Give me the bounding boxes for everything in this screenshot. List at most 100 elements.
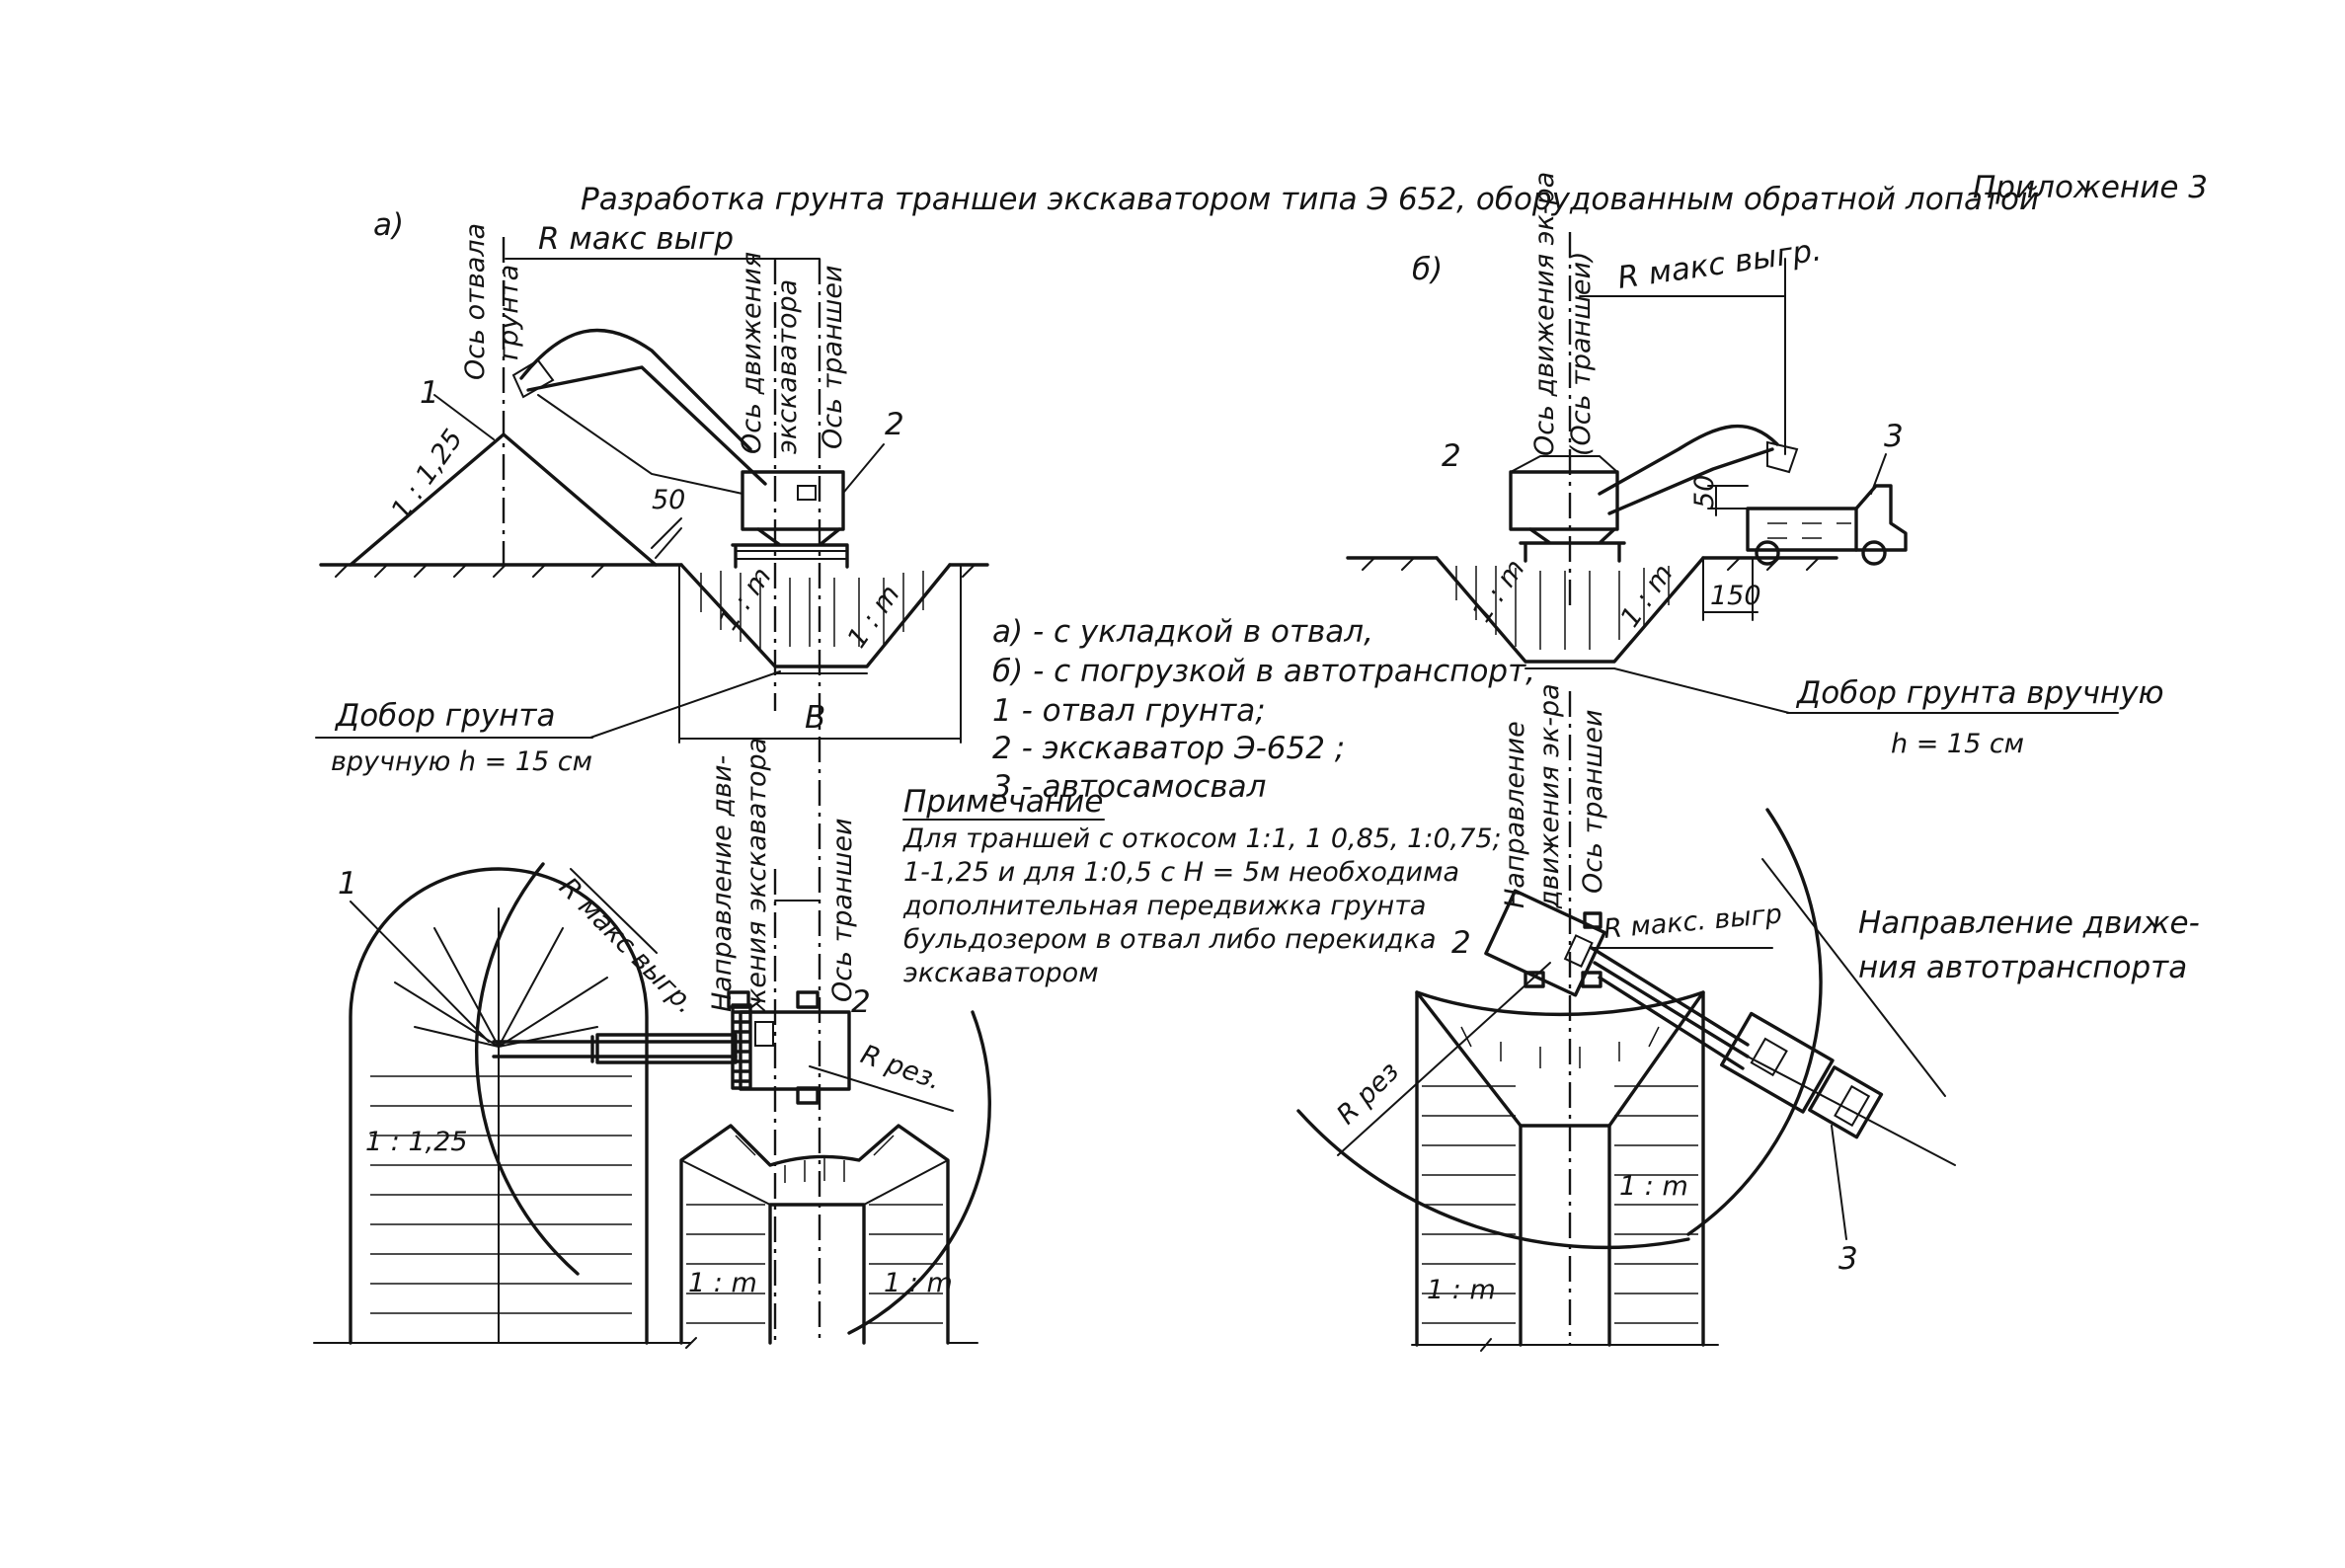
legend-line-1: а) - с укладкой в отвал, — [992, 614, 1373, 650]
slope-right-a: 1 : m — [841, 580, 905, 654]
plan-b-dir-label-1: Направление — [1500, 721, 1530, 908]
axis-spoil-label-1: Ось отвала — [460, 223, 491, 380]
plan-b-excavator-cab — [1563, 934, 1594, 968]
ground-hatch-b — [1362, 557, 1820, 571]
plan-a-axis-trench-label: Ось траншеи — [827, 818, 858, 1002]
plan-a-trench-radial-hatch — [735, 1135, 895, 1183]
dim-150-b-line — [1702, 557, 1759, 621]
spoil-plan-radials — [394, 907, 608, 1048]
plan-a-trench-hatch-l — [686, 1204, 765, 1324]
excavator-boom-b — [1598, 424, 1779, 515]
section-a: а) 1 : 1,25 1 1 : m 1 : m Ось отвала гру… — [315, 207, 989, 1343]
drawing-title: Разработка грунта траншеи экскаватором т… — [581, 182, 2039, 217]
plan-b-rim-arc — [1415, 990, 1705, 1017]
excavator-bucket-b — [1766, 440, 1799, 474]
plan-b-r-max-arc — [1686, 808, 1823, 1236]
plan-b-r-rez-line — [1337, 962, 1551, 1156]
plan-a-r-rez-line — [809, 1065, 954, 1112]
excavator-a — [511, 328, 849, 569]
plan-b-excavator-body — [1484, 889, 1606, 997]
dim-50-b: 50 — [1689, 475, 1720, 509]
dim-b-ext — [678, 564, 962, 744]
plan-b-trench-hatch-l — [1422, 1085, 1516, 1324]
plan-a-slope-1m-l: 1 : m — [688, 1268, 757, 1298]
legend: а) - с укладкой в отвал, б) - с погрузко… — [992, 614, 1535, 805]
legend-line-2: б) - с погрузкой в автотранспорт, — [992, 654, 1535, 689]
plan-b-transport-dir-line — [1747, 858, 1956, 1166]
plan-b-trench-hatch-r — [1614, 1085, 1698, 1324]
plan-b-break — [1411, 1338, 1719, 1352]
plan-a-slope-1m-r: 1 : m — [884, 1268, 953, 1298]
trench-hatch-b — [1455, 566, 1670, 650]
plan-b-number-2: 2 — [1451, 925, 1471, 961]
note-line-5: экскаватором — [903, 958, 1099, 988]
axis-move-label-1: Ось движения — [737, 252, 767, 454]
plan-b-transport-label-1: Направление движе- — [1858, 905, 2200, 941]
spoil-plan-outline — [349, 867, 649, 1345]
r-max-label-a: R макс выгр — [538, 221, 734, 257]
leader-3-b — [1870, 453, 1887, 495]
plan-a-r-rez-arc — [847, 1010, 991, 1335]
excavator-b — [1509, 424, 1799, 563]
plan-b-r-rez-label: R рез — [1331, 1057, 1405, 1131]
excavator-boom-a — [519, 328, 767, 486]
excavator-cab-a — [741, 470, 845, 531]
plan-a-trench-inner — [768, 1203, 866, 1345]
plan-a-r-max-arc — [475, 862, 580, 1276]
plan-a-trench-edges — [680, 1159, 949, 1206]
note-line-3: дополнительная передвижка грунта — [902, 891, 1426, 921]
excavator-cab-b — [1509, 470, 1619, 531]
plan-a-tracks — [731, 1003, 752, 1090]
plan-b-truck-cab — [1808, 1065, 1884, 1139]
plan-a-dir-label-1: Направление дви- — [707, 755, 738, 1012]
plan-a-slope-125: 1 : 1,25 — [365, 1127, 468, 1157]
plan-a-boom — [492, 1035, 738, 1063]
plan-b-track-pads — [1524, 911, 1602, 988]
excavator-top-b — [1510, 455, 1618, 473]
excavator-undercarriage-a — [731, 527, 849, 569]
truck-number-3-b: 3 — [1884, 419, 1904, 454]
axis-spoil-label-2: грунта — [494, 265, 524, 360]
plan-b-radial-hatch — [1460, 1026, 1660, 1068]
note-line-2: 1-1,25 и для 1:0,5 с Н = 5м необходима — [903, 857, 1459, 888]
plan-b-boom — [1590, 946, 1750, 1070]
dobor-label-b-1: Добор грунта вручную — [1795, 675, 2164, 711]
panel-b-letter: б) — [1412, 252, 1443, 287]
plan-b-truck-body — [1720, 1011, 1835, 1114]
dim-50-b-line — [1707, 485, 1749, 516]
legend-line-5: 3 - автосамосвал — [992, 769, 1266, 805]
excavator-undercarriage-b — [1519, 527, 1626, 563]
plan-b-slope-1m-r: 1 : m — [1619, 1171, 1688, 1202]
dobor-label-a-2: вручную h = 15 см — [331, 746, 592, 777]
trench-profile-a — [679, 563, 952, 668]
legend-line-3: 1 - отвал грунта; — [992, 693, 1266, 729]
leader-1 — [433, 394, 495, 440]
panel-a-letter: а) — [373, 207, 404, 243]
truck-cab-b — [1854, 484, 1908, 552]
plan-b-trench-inner — [1519, 1124, 1611, 1347]
legend-line-4: 2 - экскаватор Э-652 ; — [992, 731, 1345, 766]
truck-wheel-rear — [1755, 540, 1780, 566]
plan-a-r-max-line — [570, 868, 658, 954]
note-heading: Примечание — [903, 784, 1103, 820]
plan-a-number-1: 1 — [338, 866, 357, 902]
plan-b-dir-label-2: движения эк-ра — [1534, 683, 1565, 909]
dobor-arrow-b — [1613, 667, 1790, 714]
plan-b-leader-3 — [1831, 1125, 1847, 1240]
plan-a-r-rez-label: R рез. — [857, 1039, 946, 1096]
truck-body-b — [1746, 507, 1858, 552]
plan-b-trench-outline — [1415, 990, 1705, 1347]
ground-hatch-a — [335, 564, 976, 578]
plan-a-number-2: 2 — [851, 984, 871, 1020]
spoil-plan-hatch — [370, 1075, 632, 1314]
plan-a-trench-hatch-r — [869, 1204, 943, 1324]
note-line-1: Для траншей с откосом 1:1, 1 0,85, 1:0,7… — [902, 823, 1502, 854]
excavator-tracks-a — [735, 550, 848, 560]
dobor-label-b-2: h = 15 см — [1891, 729, 2024, 759]
dim-b-label: В — [805, 700, 825, 736]
dim-50-a: 50 — [652, 485, 685, 515]
appendix-label: Приложение 3 — [1973, 170, 2208, 205]
plan-b-truck-cab-front — [1834, 1084, 1871, 1128]
excavator-stick-a — [511, 358, 743, 495]
